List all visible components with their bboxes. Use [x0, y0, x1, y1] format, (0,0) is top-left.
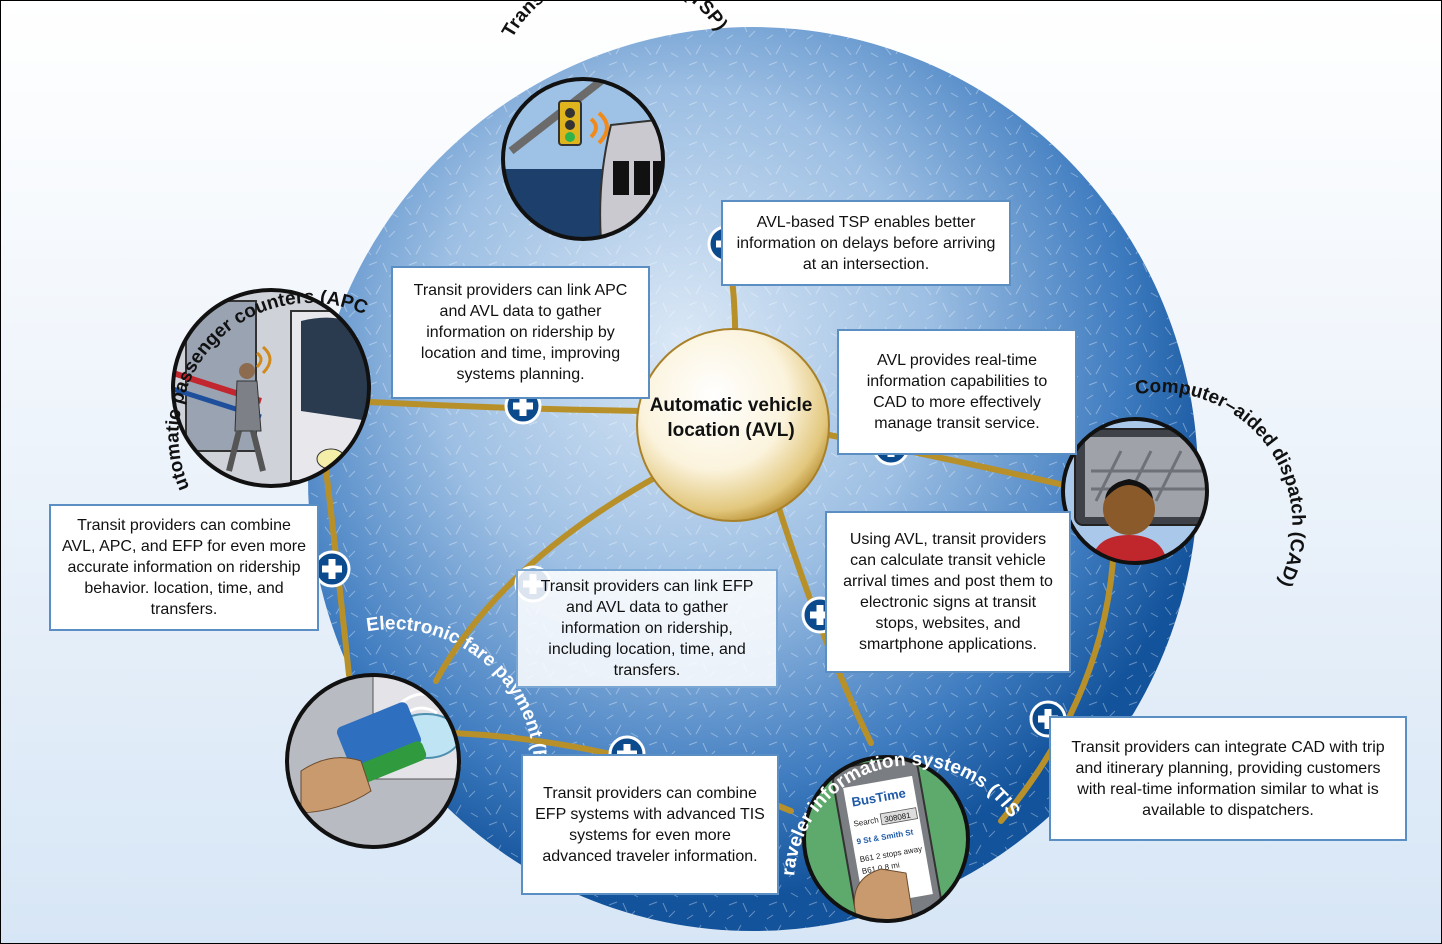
apc-node — [171, 288, 371, 488]
cad-node — [1061, 417, 1209, 565]
plus-icon — [313, 550, 351, 588]
efp-avl-box: Transit providers can link EFP and AVL d… — [516, 569, 778, 688]
connector-cad-tis — [998, 558, 1116, 824]
dispatcher-icon — [1091, 479, 1167, 563]
connector-apc-avl — [348, 398, 646, 414]
fare-card-icon — [300, 702, 427, 814]
avl-hub — [636, 328, 830, 522]
tis-node: BusTime Search 308081 9 St & Smith St B6… — [802, 755, 970, 923]
avl-hub-label: Automatic vehicle location (AVL) — [649, 395, 813, 441]
cad-avl-box: AVL provides real-time information capab… — [837, 329, 1077, 455]
efp-tis-box: Transit providers can combine EFP system… — [521, 754, 779, 895]
tis-avl-box: Using AVL, transit providers can calcula… — [825, 511, 1071, 673]
passenger-counter-icon — [226, 345, 272, 472]
apc-efp-box: Transit providers can combine AVL, APC, … — [49, 504, 319, 631]
apc-avl-box: Transit providers can link APC and AVL d… — [391, 266, 650, 399]
efp-node — [285, 673, 461, 849]
tsp-avl-box: AVL-based TSP enables better information… — [721, 200, 1011, 286]
cad-tis-box: Transit providers can integrate CAD with… — [1049, 716, 1407, 841]
phone-search-label: Search — [853, 815, 880, 828]
